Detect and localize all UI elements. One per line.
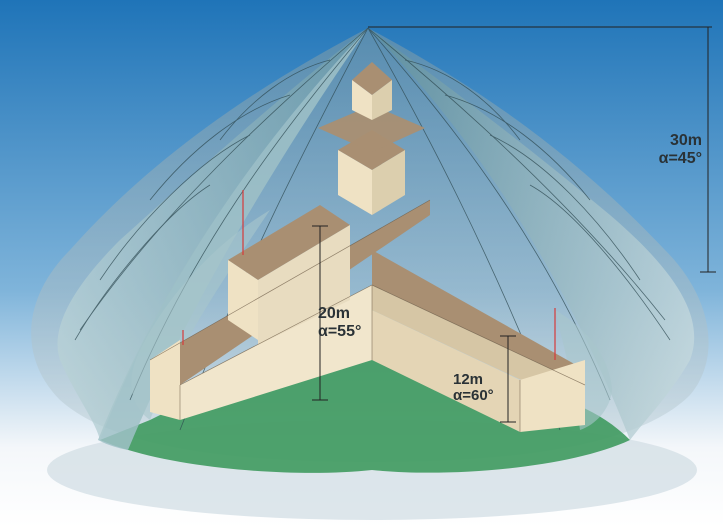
roof-spire-base bbox=[352, 62, 392, 95]
wall-tower-right bbox=[372, 150, 405, 215]
wall-spire-right bbox=[372, 80, 392, 120]
wall-tower-left bbox=[338, 150, 372, 215]
protected-ground-zone bbox=[100, 310, 630, 473]
roof-right-wing bbox=[372, 250, 585, 385]
wall-transept-left bbox=[228, 260, 258, 340]
roof-transept bbox=[228, 205, 350, 280]
church-building bbox=[149, 62, 586, 432]
cone-right-face bbox=[368, 28, 695, 440]
air-termination-rods bbox=[182, 190, 556, 360]
wall-transept-front bbox=[258, 225, 350, 345]
wall-left-front bbox=[180, 285, 372, 420]
wall-right-end bbox=[520, 360, 585, 432]
wall-right-side bbox=[372, 310, 520, 432]
dimension-lines bbox=[312, 26, 716, 423]
label-12-height: 12m bbox=[453, 371, 483, 388]
wall-left-end bbox=[150, 340, 180, 420]
wall-spire-left bbox=[352, 80, 372, 120]
roof-belfry bbox=[318, 105, 425, 152]
label-30-angle: α=45° bbox=[659, 150, 702, 167]
cone-left-face bbox=[57, 28, 368, 440]
label-20-angle: α=55° bbox=[318, 323, 361, 340]
label-20-height: 20m bbox=[318, 305, 350, 322]
label-12-angle: α=60° bbox=[453, 387, 494, 404]
cone-grid-left bbox=[74, 27, 369, 431]
label-30-height: 30m bbox=[670, 132, 702, 149]
building-edges bbox=[149, 199, 586, 432]
